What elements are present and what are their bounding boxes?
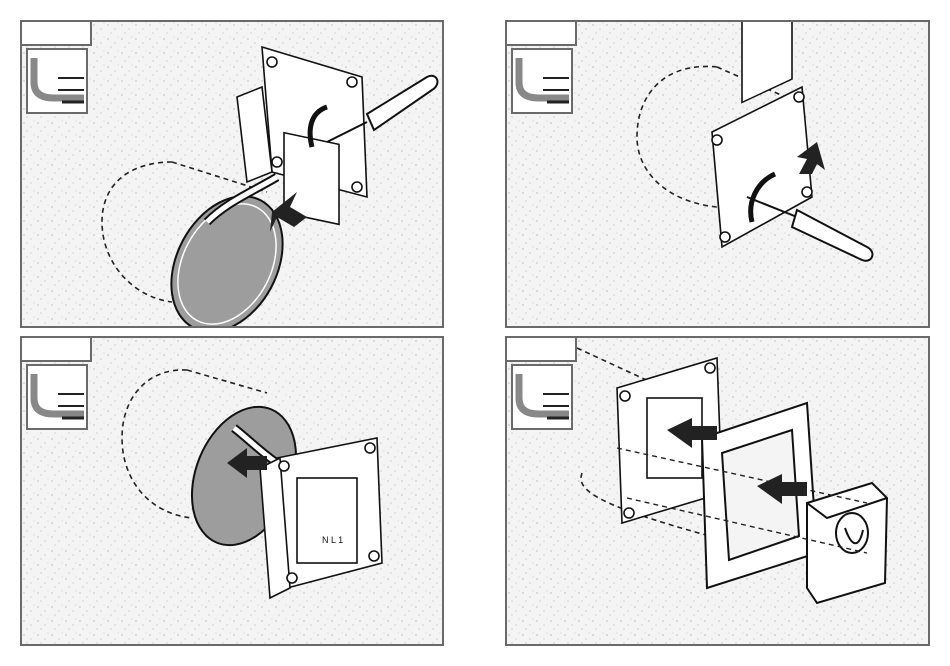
step-panel-2 (505, 20, 930, 328)
step-panel-3: N L 1 (20, 336, 444, 646)
wall-cable-icon (26, 364, 88, 430)
step-number-tab (20, 20, 92, 46)
step-number-tab (505, 20, 577, 46)
step-panel-1 (20, 20, 444, 328)
step-number-tab (505, 336, 577, 362)
sensor-cover (807, 483, 887, 603)
wall-cable-icon (511, 364, 573, 430)
wall-cable-icon (26, 48, 88, 114)
step-panel-4 (505, 336, 930, 646)
step-number-tab (20, 336, 92, 362)
terminal-label: N L 1 (322, 535, 343, 545)
wall-cable-icon (511, 48, 573, 114)
